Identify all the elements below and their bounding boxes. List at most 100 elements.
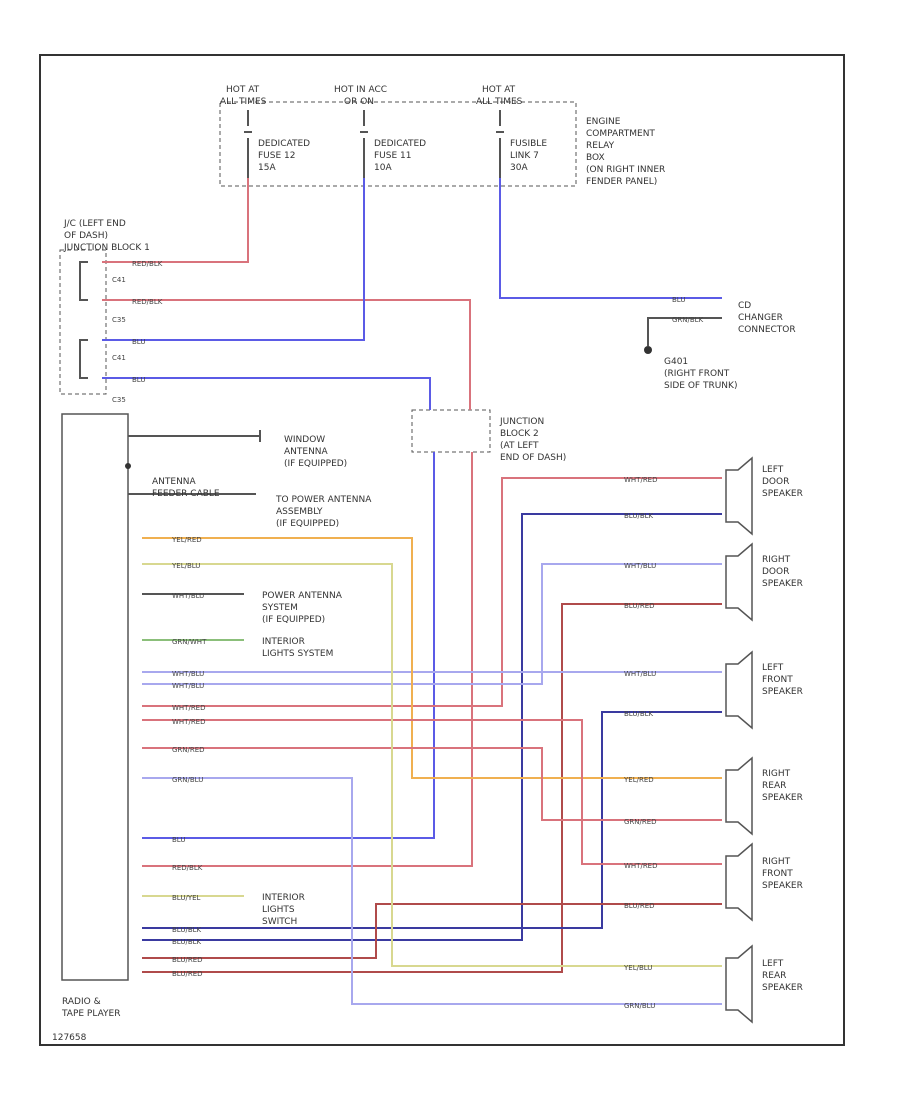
jb1-connector-c35b: C35 <box>112 396 126 404</box>
wl-rd-pos: WHT/BLU <box>624 562 656 570</box>
power-antenna-sys-label-1: SYSTEM <box>262 603 298 613</box>
wl-jb1-red-blk-2: RED/BLK <box>132 298 163 306</box>
jb2-label-0: JUNCTION <box>499 417 544 427</box>
wl-ld-pos: WHT/RED <box>624 476 658 484</box>
speaker-left-rear: LEFT REAR SPEAKER <box>725 944 803 1024</box>
wire-right-rear-neg <box>142 747 722 821</box>
link-7-label-b: LINK 7 <box>510 151 539 161</box>
speaker-left-front-label-2: SPEAKER <box>762 687 803 697</box>
cd-label-0: CD <box>738 301 751 311</box>
hot-label-1a: HOT AT <box>226 85 260 95</box>
jb1-internal-link-a <box>79 261 88 301</box>
main-wires <box>102 178 722 867</box>
jb1-connector-c35a: C35 <box>112 316 126 324</box>
radio-chassis-dot <box>125 463 131 469</box>
wl-radio-grn-blu: GRN/BLU <box>172 776 203 784</box>
wl-radio-wht-red-1: WHT/RED <box>172 704 206 712</box>
speaker-right-front-label-1: FRONT <box>762 869 793 879</box>
wire-left-rear-pos <box>142 563 722 967</box>
speaker-right-front-label-2: SPEAKER <box>762 881 803 891</box>
speaker-left-front: LEFT FRONT SPEAKER <box>725 650 803 730</box>
speaker-right-door-label-0: RIGHT <box>762 555 791 565</box>
relay-box-label-2: RELAY <box>586 141 615 151</box>
wl-interior-switch: BLU/YEL <box>172 894 201 902</box>
jb1-label-1: OF DASH) <box>64 231 108 241</box>
ground-label-2: SIDE OF TRUNK) <box>664 381 737 391</box>
wl-rf-pos: WHT/RED <box>624 862 658 870</box>
wire-cd-ground <box>647 317 722 346</box>
speaker-right-rear-label-1: REAR <box>762 781 786 791</box>
wl-rf-neg: BLU/RED <box>624 902 655 910</box>
wire-fuse11-blu <box>102 178 365 341</box>
wl-radio-wht-blu-1: WHT/BLU <box>172 670 204 678</box>
antenna-feeder-label-1: FEEDER CABLE <box>152 489 220 499</box>
wl-radio-blu: BLU <box>172 836 185 844</box>
radio-label-0: RADIO & <box>62 997 101 1007</box>
jb1-connector-c41a: C41 <box>112 276 126 284</box>
relay-box-label-3: BOX <box>586 153 605 163</box>
speaker-right-door: RIGHT DOOR SPEAKER <box>725 542 803 622</box>
wire-jb2-red-blk-to-radio <box>142 452 473 867</box>
speaker-left-front-body <box>725 650 753 730</box>
speaker-right-door-body <box>725 542 753 622</box>
wire-right-front-neg <box>142 903 722 959</box>
radio-system-wires: WHT/BLU POWER ANTENNA SYSTEM (IF EQUIPPE… <box>142 591 343 927</box>
fuse-11-label-c: 10A <box>374 163 392 173</box>
speaker-left-door-body <box>725 456 753 536</box>
wl-radio-yel-red: YEL/RED <box>171 536 202 544</box>
wl-lf-neg: BLU/BLK <box>624 710 654 718</box>
jb1-internal-link-b <box>79 339 88 379</box>
fuse-11-label-b: FUSE 11 <box>374 151 411 161</box>
speaker-wire-labels: WHT/RED BLU/BLK WHT/BLU BLU/RED WHT/BLU … <box>132 260 658 1010</box>
relay-box-label-1: COMPARTMENT <box>586 129 655 139</box>
link-7-label-c: 30A <box>510 163 528 173</box>
wire-left-door-neg <box>142 513 722 941</box>
wire-jb1-red-blk-to-jb2 <box>102 299 471 410</box>
wl-radio-blu-red-2: BLU/RED <box>172 970 203 978</box>
wl-rr-neg: GRN/RED <box>624 818 657 826</box>
interior-switch-label-0: INTERIOR <box>262 893 305 903</box>
ground-g401: G401 (RIGHT FRONT SIDE OF TRUNK) <box>644 346 737 391</box>
wl-jb1-blu-2: BLU <box>132 376 145 384</box>
speaker-right-door-label-2: SPEAKER <box>762 579 803 589</box>
speaker-left-door-label-0: LEFT <box>762 465 784 475</box>
junction-block-2-outline <box>411 409 491 453</box>
speaker-right-rear: RIGHT REAR SPEAKER <box>725 756 803 836</box>
speaker-left-rear-body <box>725 944 753 1024</box>
footer-code: 127658 <box>52 1033 87 1043</box>
cd-changer-connector: CD CHANGER CONNECTOR BLU GRN/BLK <box>672 296 796 335</box>
speaker-right-front-body <box>725 842 753 922</box>
power-antenna-assy-label-1: ASSEMBLY <box>276 507 323 517</box>
speaker-right-rear-label-0: RIGHT <box>762 769 791 779</box>
relay-box-label-5: FENDER PANEL) <box>586 177 657 187</box>
hot-label-1b: ALL TIMES <box>220 97 267 107</box>
fuse-12-label-b: FUSE 12 <box>258 151 295 161</box>
junction-block-2: JUNCTION BLOCK 2 (AT LEFT END OF DASH) <box>411 409 566 463</box>
jb2-label-2: (AT LEFT <box>500 441 539 451</box>
wl-power-antenna: WHT/BLU <box>172 592 204 600</box>
cd-label-1: CHANGER <box>738 313 783 323</box>
fuse-11-symbol <box>360 110 368 178</box>
wire-left-door-pos <box>142 477 722 707</box>
radio-label-1: TAPE PLAYER <box>61 1009 120 1019</box>
relay-box-label-0: ENGINE <box>586 117 621 127</box>
power-antenna-sys-label-0: POWER ANTENNA <box>262 591 343 601</box>
wl-ld-neg: BLU/BLK <box>624 512 654 520</box>
wl-jb1-red-blk-1: RED/BLK <box>132 260 163 268</box>
wire-right-door-pos <box>142 563 722 685</box>
diagram-frame <box>39 54 845 1046</box>
wl-rr-pos: YEL/RED <box>623 776 654 784</box>
speaker-left-door: LEFT DOOR SPEAKER <box>725 456 803 536</box>
wl-radio-red-blk: RED/BLK <box>172 864 203 872</box>
relay-box-outline <box>219 101 577 187</box>
wire-link7-blu-to-cd <box>499 178 722 299</box>
wl-radio-blu-blk-2: BLU/BLK <box>172 938 202 946</box>
cd-label-2: CONNECTOR <box>738 325 796 335</box>
wl-radio-wht-red-2: WHT/RED <box>172 718 206 726</box>
speaker-left-rear-label-0: LEFT <box>762 959 784 969</box>
ground-label-1: (RIGHT FRONT <box>664 369 730 379</box>
wl-radio-grn-red: GRN/RED <box>172 746 205 754</box>
wl-radio-yel-blu: YEL/BLU <box>171 562 200 570</box>
antenna-feeder-label-0: ANTENNA <box>152 477 197 487</box>
radio-tape-player: RADIO & TAPE PLAYER <box>61 413 129 1019</box>
